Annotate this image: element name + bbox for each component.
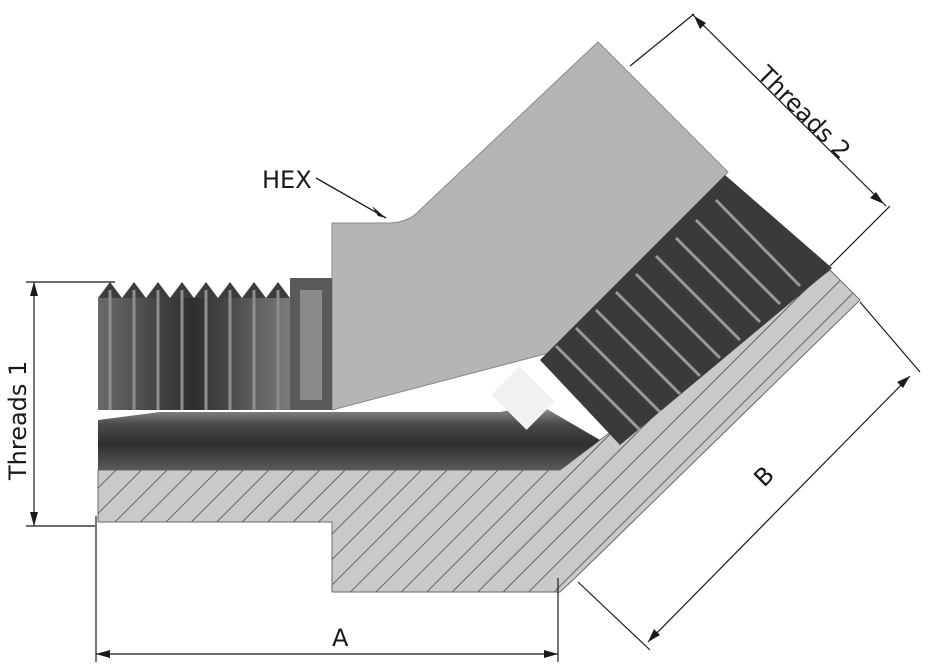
dimension-arrows [30, 16, 910, 658]
section-hatch [97, 269, 861, 593]
threads-1-label: Threads 1 [4, 361, 32, 481]
dim-a-label: A [332, 624, 349, 652]
threads-2-label: Threads 2 [751, 60, 856, 165]
dimension-lines [26, 13, 921, 662]
dim-b-label: B [748, 461, 779, 492]
male-thread [98, 278, 332, 410]
bore-horizontal [98, 405, 600, 470]
hex-label: HEX [262, 166, 312, 194]
female-thread [540, 175, 832, 445]
hex-leader [315, 177, 387, 219]
